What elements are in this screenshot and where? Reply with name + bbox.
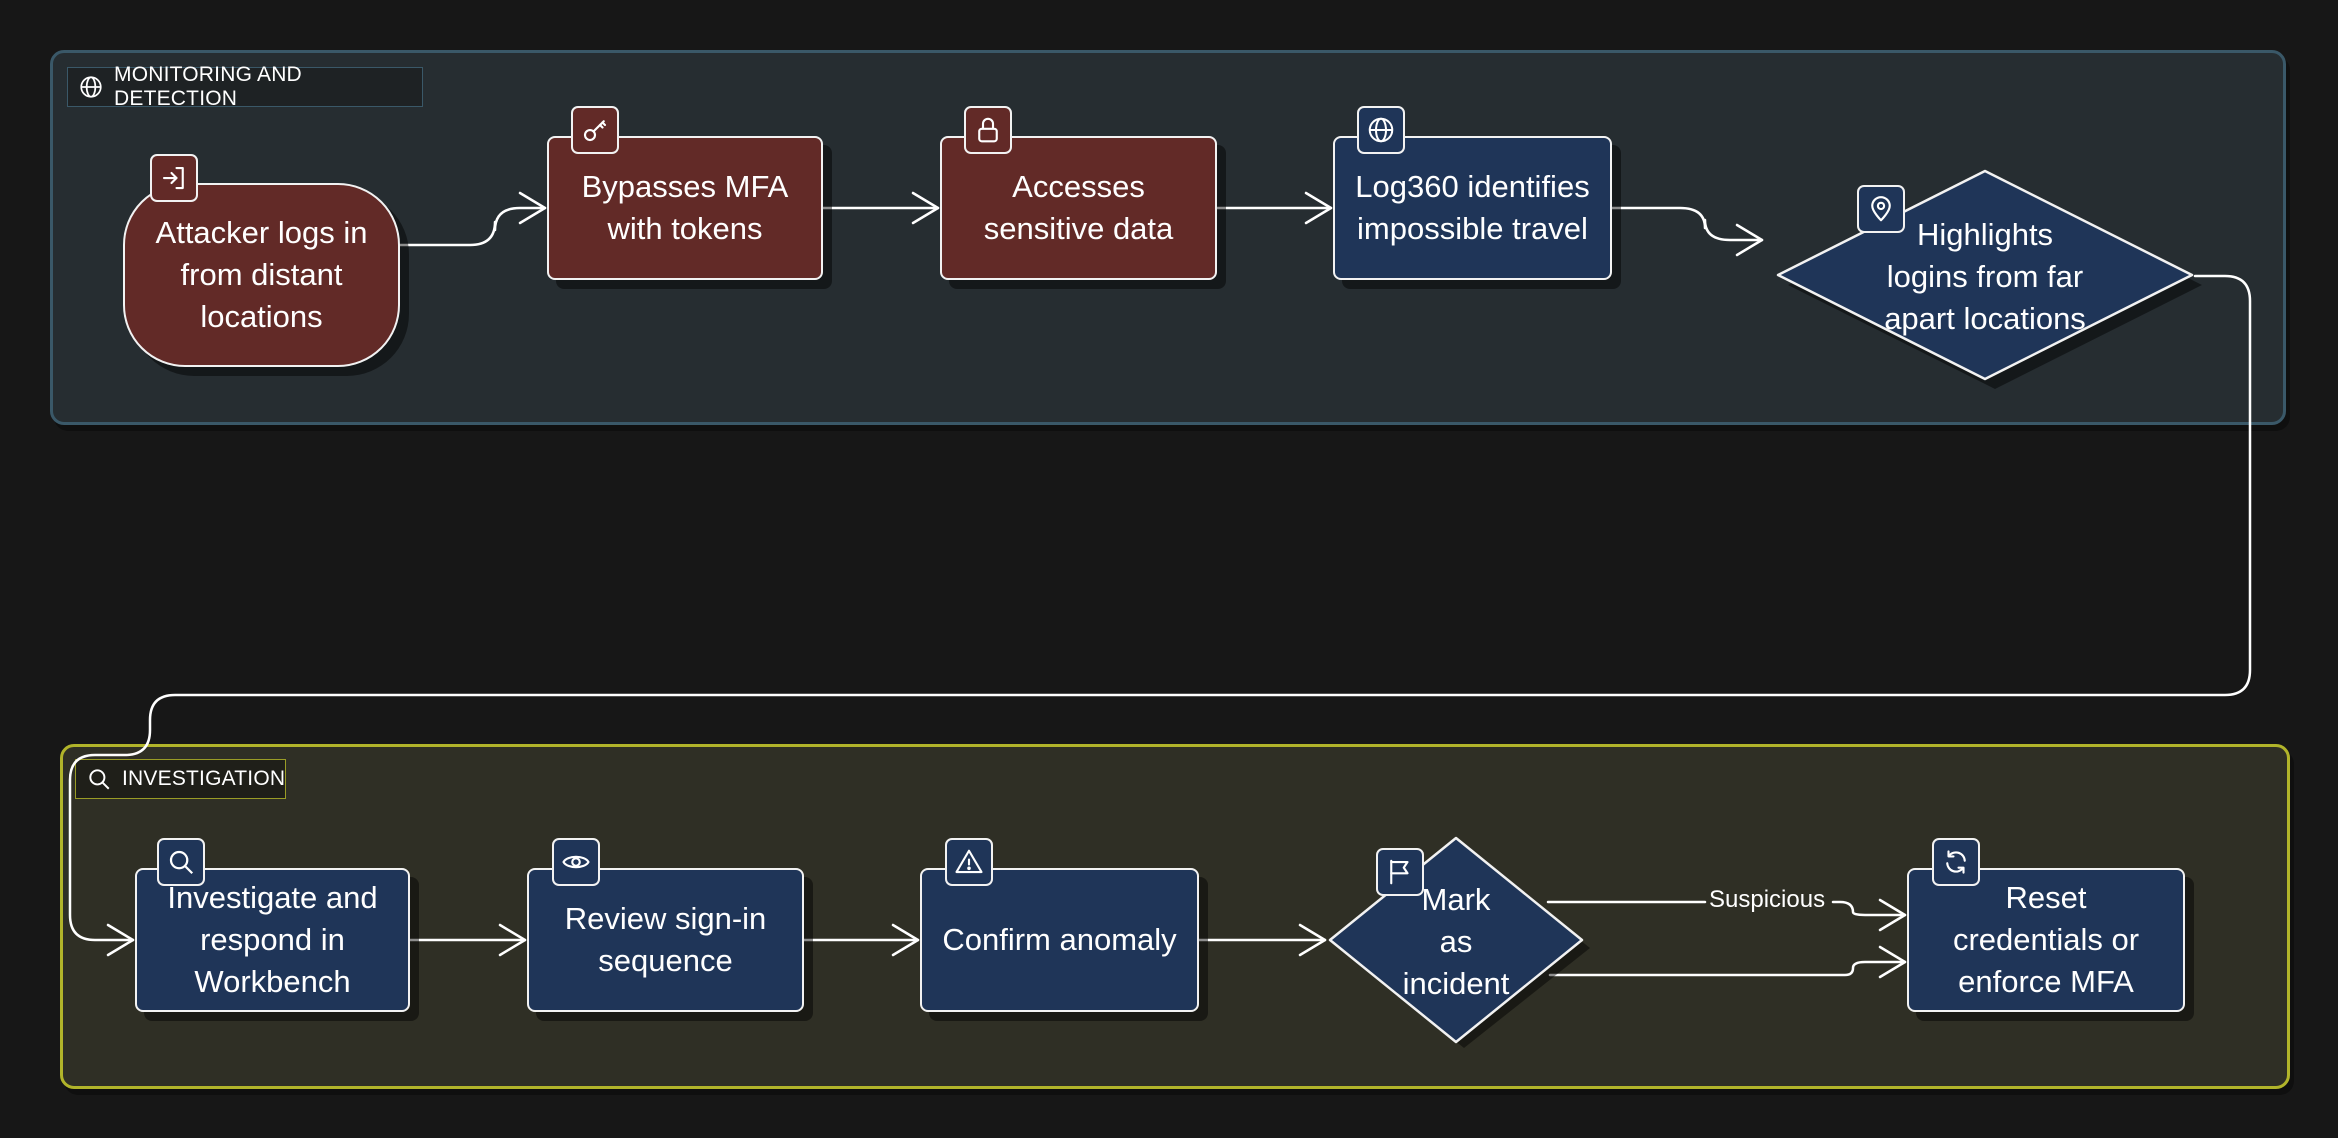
node-text: Log360 identifies impossible travel <box>1355 169 1590 246</box>
badge-accesses-data <box>964 106 1012 154</box>
node-reset-credentials[interactable]: Reset credentials or enforce MFA <box>1907 868 2185 1012</box>
node-bypasses-mfa[interactable]: Bypasses MFA with tokens <box>547 136 823 280</box>
node-text: Reset credentials or enforce MFA <box>1952 880 2140 999</box>
eye-icon <box>562 855 590 869</box>
node-log360-identifies[interactable]: Log360 identifies impossible travel <box>1333 136 1612 280</box>
node-text: Investigate and respond in Workbench <box>167 880 378 999</box>
search-icon <box>169 850 194 875</box>
badge-mark-incident <box>1376 848 1424 896</box>
node-text: Accesses sensitive data <box>983 169 1174 246</box>
arrow-mark-to-reset-suspicious <box>1546 898 1907 932</box>
node-investigate-and-respond[interactable]: Investigate and respond in Workbench <box>135 868 410 1012</box>
login-icon <box>162 166 184 190</box>
map-pin-icon <box>1871 196 1891 222</box>
badge-confirm <box>945 838 993 886</box>
group-label-text: INVESTIGATION <box>122 767 286 790</box>
node-accesses-sensitive-data[interactable]: Accesses sensitive data <box>940 136 1217 280</box>
flag-icon <box>1390 859 1409 885</box>
node-text: Confirm anomaly <box>942 922 1177 957</box>
node-attacker-logs-in[interactable]: Attacker logs in from distant locations <box>123 183 400 367</box>
arrow-attacker-to-bypass <box>398 191 547 247</box>
globe-icon <box>80 76 102 98</box>
key-icon <box>583 120 607 142</box>
arrow-highlights-to-investigate <box>68 274 2252 957</box>
badge-investigate <box>157 838 205 886</box>
node-text: Attacker logs in from distant locations <box>155 215 368 334</box>
node-confirm-anomaly[interactable]: Confirm anomaly <box>920 868 1199 1012</box>
group-label-monitoring: MONITORING AND DETECTION <box>67 63 423 110</box>
search-icon <box>89 769 110 790</box>
node-highlights-text: Highlights logins from far apart locatio… <box>1884 217 2086 336</box>
lock-icon <box>978 117 998 143</box>
badge-highlights <box>1857 185 1905 233</box>
globe-icon <box>1368 117 1394 143</box>
arrow-confirm-to-mark <box>1197 923 1327 957</box>
group-label-investigation: INVESTIGATION <box>75 759 286 799</box>
arrow-review-to-confirm <box>802 923 920 957</box>
node-review-sign-in[interactable]: Review sign-in sequence <box>527 868 804 1012</box>
badge-reset <box>1932 838 1980 886</box>
refresh-icon <box>1946 850 1966 874</box>
group-label-text: MONITORING AND DETECTION <box>114 63 302 110</box>
arrow-mark-to-reset <box>1548 945 1907 979</box>
node-mark-as-incident-text: Mark as incident <box>1402 882 1510 1001</box>
badge-log360 <box>1357 106 1405 154</box>
node-text: Review sign-in sequence <box>564 901 767 978</box>
badge-review <box>552 838 600 886</box>
badge-bypasses-mfa <box>571 106 619 154</box>
warning-icon <box>955 849 983 874</box>
arrow-log360-to-highlights <box>1610 206 1764 257</box>
node-text: Bypasses MFA with tokens <box>581 169 789 246</box>
badge-attacker-logs-in <box>150 154 198 202</box>
arrow-bypass-to-access <box>821 191 940 225</box>
edge-label-suspicious: Suspicious <box>1707 886 1828 914</box>
arrow-access-to-log360 <box>1215 191 1333 225</box>
arrow-investigate-to-review <box>408 923 527 957</box>
